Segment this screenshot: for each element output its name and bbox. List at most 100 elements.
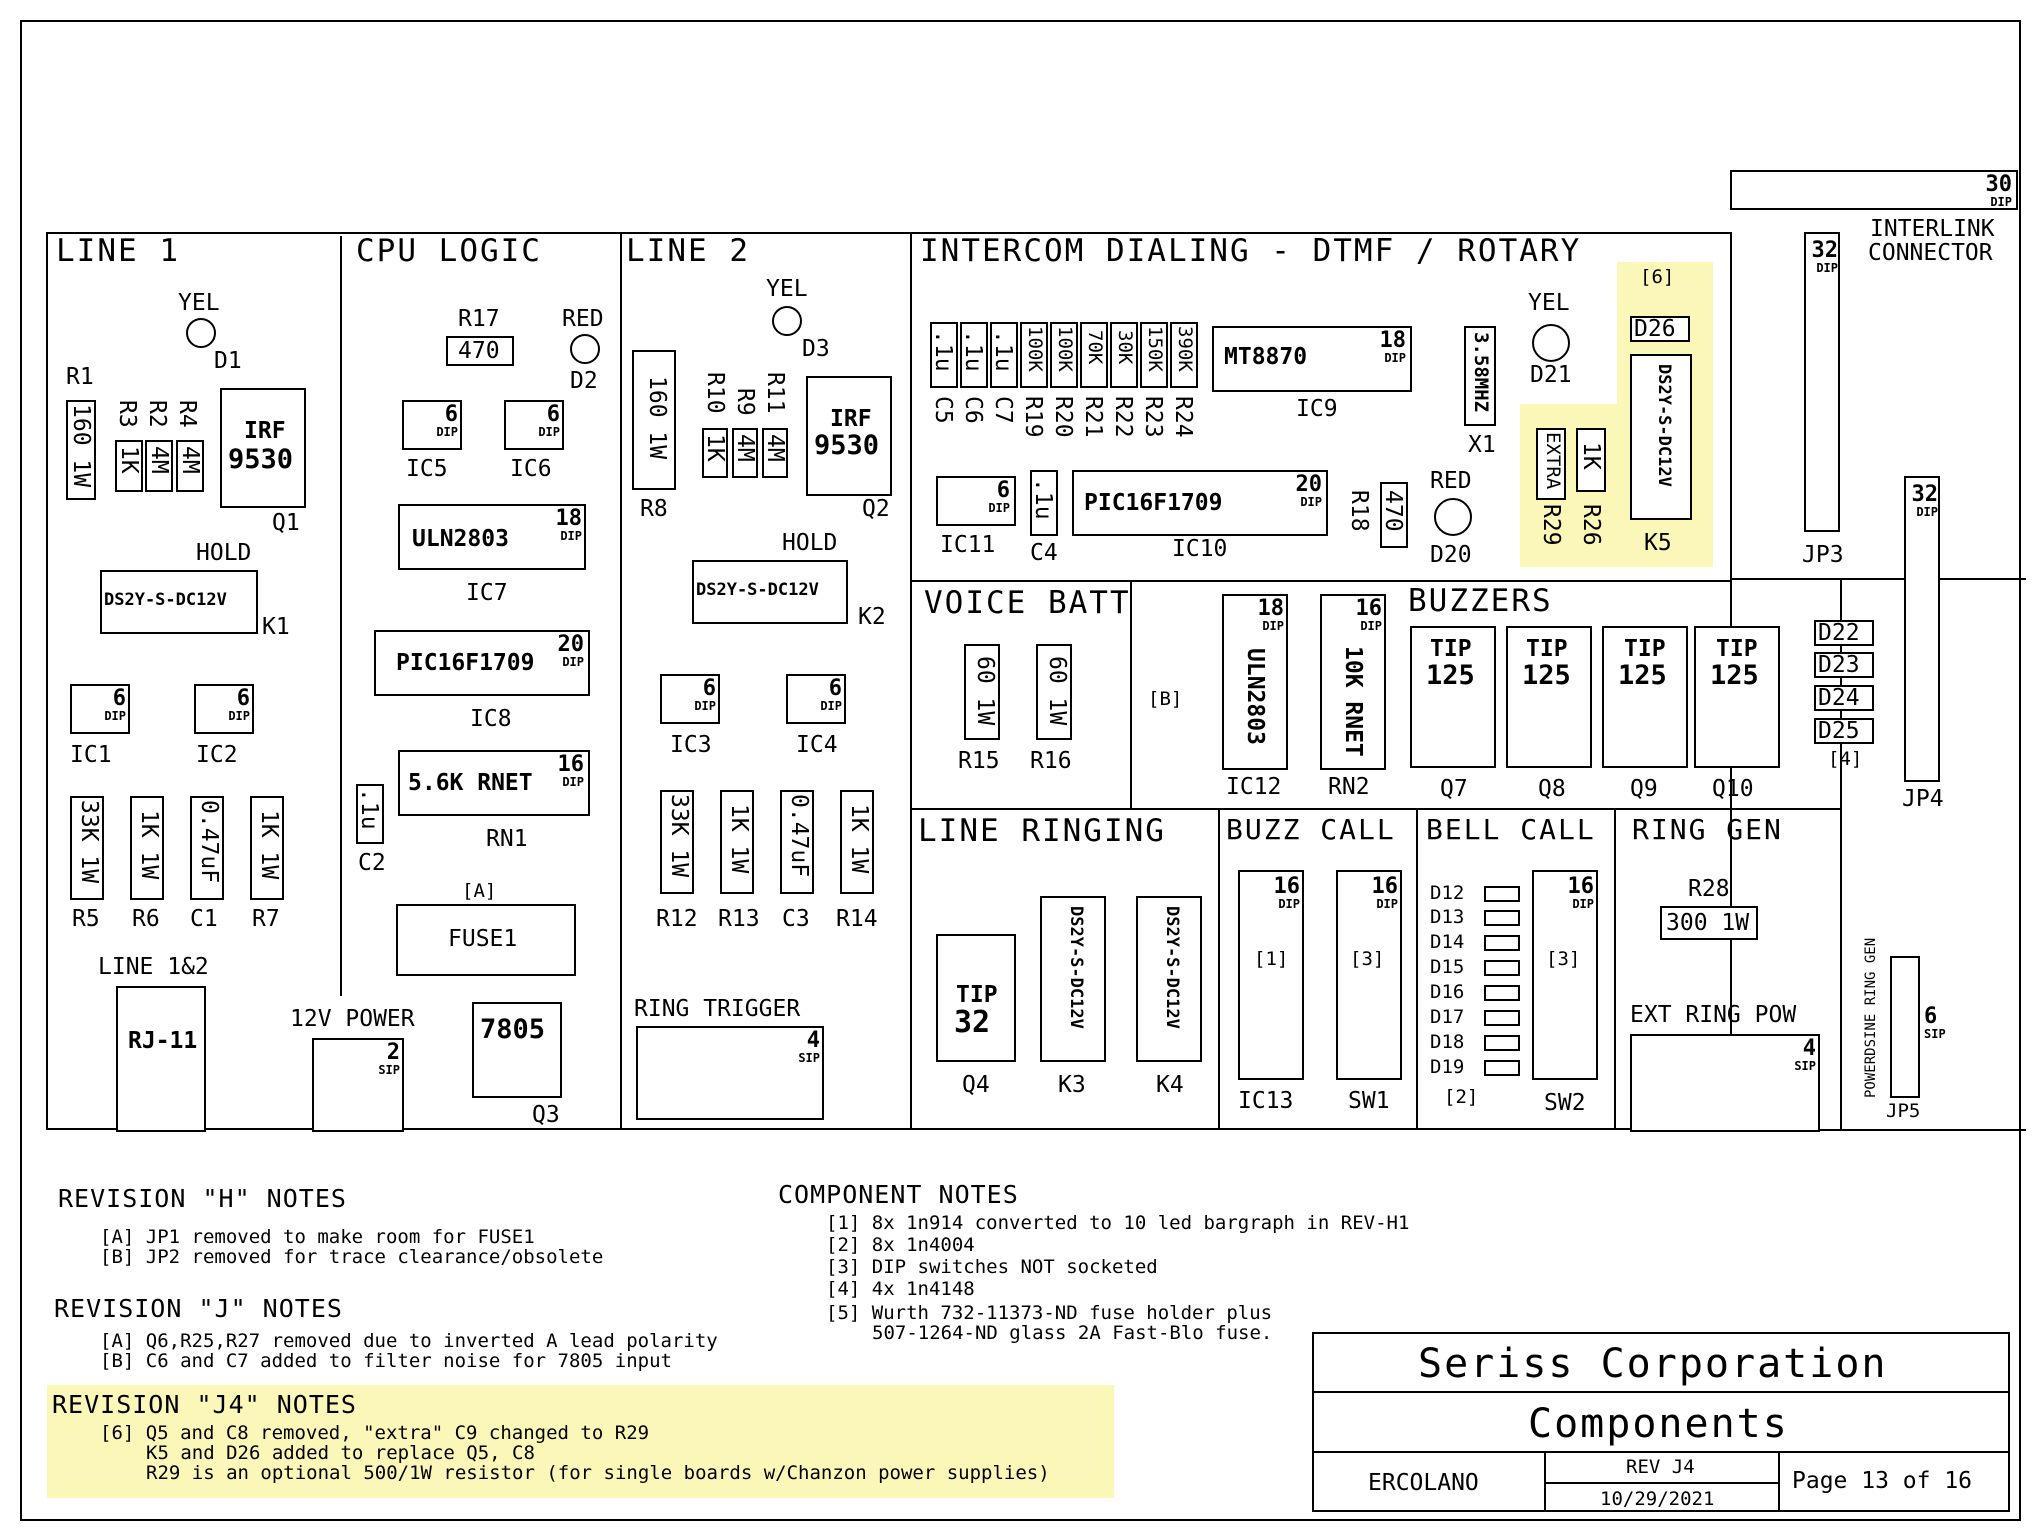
led-d20 — [1434, 498, 1472, 536]
d19-label: D19 — [1430, 1056, 1465, 1078]
page-number: Page 13 of 16 — [1792, 1468, 1973, 1494]
r14-value: 1K 1W — [846, 804, 872, 874]
x1-part: 3.58MHZ — [1470, 332, 1492, 413]
connector-divider — [1840, 578, 1842, 1130]
c1-label: C1 — [190, 906, 218, 932]
led-d21 — [1532, 324, 1570, 362]
resistor-r13 — [720, 790, 754, 894]
regulator-q3 — [472, 1002, 562, 1098]
q8-label: Q8 — [1538, 776, 1566, 802]
resistor-r29 — [1536, 428, 1566, 500]
diode-d23 — [1814, 652, 1874, 678]
r26-label: R26 — [1578, 504, 1604, 546]
r13-value: 1K 1W — [726, 804, 752, 874]
ic1-label: IC1 — [70, 742, 112, 768]
diode-d25 — [1814, 718, 1874, 744]
divider-cpu-line2 — [620, 232, 622, 1130]
rj11-jack — [116, 986, 206, 1132]
resistor-r21 — [1080, 322, 1108, 388]
title-block-rule-3 — [1544, 1482, 1778, 1484]
q2-label: Q2 — [862, 496, 890, 522]
r19-value: 100K — [1024, 326, 1046, 372]
d14-label: D14 — [1430, 931, 1465, 953]
yel-label-2: YEL — [766, 276, 808, 302]
r18-label: R18 — [1346, 490, 1372, 532]
component-note-2: [2] 8x 1n4004 — [826, 1234, 975, 1256]
r6-label: R6 — [132, 906, 160, 932]
x1-label: X1 — [1468, 432, 1496, 458]
capacitor-c4 — [1030, 470, 1058, 536]
transistor-q8 — [1506, 626, 1592, 768]
d22-label: D22 — [1818, 620, 1860, 646]
ring-trigger-label: RING TRIGGER — [634, 996, 801, 1022]
section-intercom: INTERCOM DIALING - DTMF / ROTARY — [920, 233, 1582, 269]
r5-label: R5 — [72, 906, 100, 932]
rn1-network — [398, 750, 590, 816]
yel-label-1: YEL — [178, 290, 220, 316]
k4-part: DS2Y-S-DC12V — [1162, 906, 1182, 1029]
c1-value: 0.47uF — [196, 800, 222, 884]
q10-label: Q10 — [1712, 776, 1754, 802]
ic3-chip — [660, 674, 720, 724]
ic10-part: PIC16F1709 — [1084, 490, 1223, 516]
ic6-label: IC6 — [510, 456, 552, 482]
resistor-r1 — [66, 400, 96, 500]
capacitor-c7 — [990, 322, 1018, 388]
r24-label: R24 — [1170, 396, 1196, 438]
c6-label: C6 — [960, 396, 986, 424]
power12-label: 12V POWER — [290, 1006, 415, 1032]
resistor-r9 — [732, 428, 758, 478]
tag-b-buzzers: [B] — [1148, 688, 1183, 710]
jp5-label: JP5 — [1886, 1100, 1921, 1122]
led-d26 — [1630, 316, 1690, 342]
title-block-rule-1 — [1312, 1391, 2010, 1393]
divider-voice-buzzers — [1130, 580, 1132, 808]
title-block-rule-2 — [1312, 1451, 2010, 1453]
ic6-chip — [504, 400, 564, 450]
r11-label: R11 — [762, 372, 788, 414]
sw2-label: SW2 — [1544, 1090, 1586, 1116]
r4-value: 4M — [177, 446, 203, 474]
component-note-5b: 507-1264-ND glass 2A Fast-Blo fuse. — [872, 1322, 1273, 1344]
c6-value: .1u — [960, 330, 986, 372]
component-note-3: [3] DIP switches NOT socketed — [826, 1256, 1158, 1278]
resistor-r15 — [964, 644, 1000, 740]
rn1-part: 5.6K RNET — [408, 770, 533, 796]
switch-sw1 — [1336, 870, 1402, 1080]
r10-label: R10 — [702, 372, 728, 414]
ext-ring-pow-connector — [1630, 1034, 1820, 1132]
tag-3-sw1: [3] — [1350, 948, 1385, 970]
component-note-5a: [5] Wurth 732-11373-ND fuse holder plus — [826, 1302, 1273, 1324]
r16-label: R16 — [1030, 748, 1072, 774]
c3-value: 0.47uF — [786, 794, 812, 878]
connector-label: CONNECTOR — [1868, 240, 1993, 266]
k3-part: DS2Y-S-DC12V — [1066, 906, 1086, 1029]
board-bottom-ext — [1730, 1129, 2026, 1131]
section-voice-batt: VOICE BATT — [924, 585, 1131, 621]
r12-value: 33K 1W — [666, 794, 692, 878]
q9-label: Q9 — [1630, 776, 1658, 802]
board-right-frame — [1730, 578, 1732, 1131]
r15-label: R15 — [958, 748, 1000, 774]
resistor-r17 — [446, 336, 514, 366]
r9-value: 4M — [732, 434, 758, 462]
diode-d15 — [1484, 960, 1520, 976]
r14-label: R14 — [836, 906, 878, 932]
relay-k3 — [1040, 896, 1106, 1062]
section-line1: LINE 1 — [56, 233, 180, 269]
q4-label: Q4 — [962, 1072, 990, 1098]
resistor-r10 — [702, 428, 728, 478]
divider-bell-ringgen — [1614, 808, 1616, 1130]
section-bell-call: BELL CALL — [1426, 813, 1596, 846]
divider-ringing-buzz — [1218, 808, 1220, 1130]
resistor-r14 — [840, 790, 874, 894]
mosfet-q2 — [806, 376, 892, 496]
